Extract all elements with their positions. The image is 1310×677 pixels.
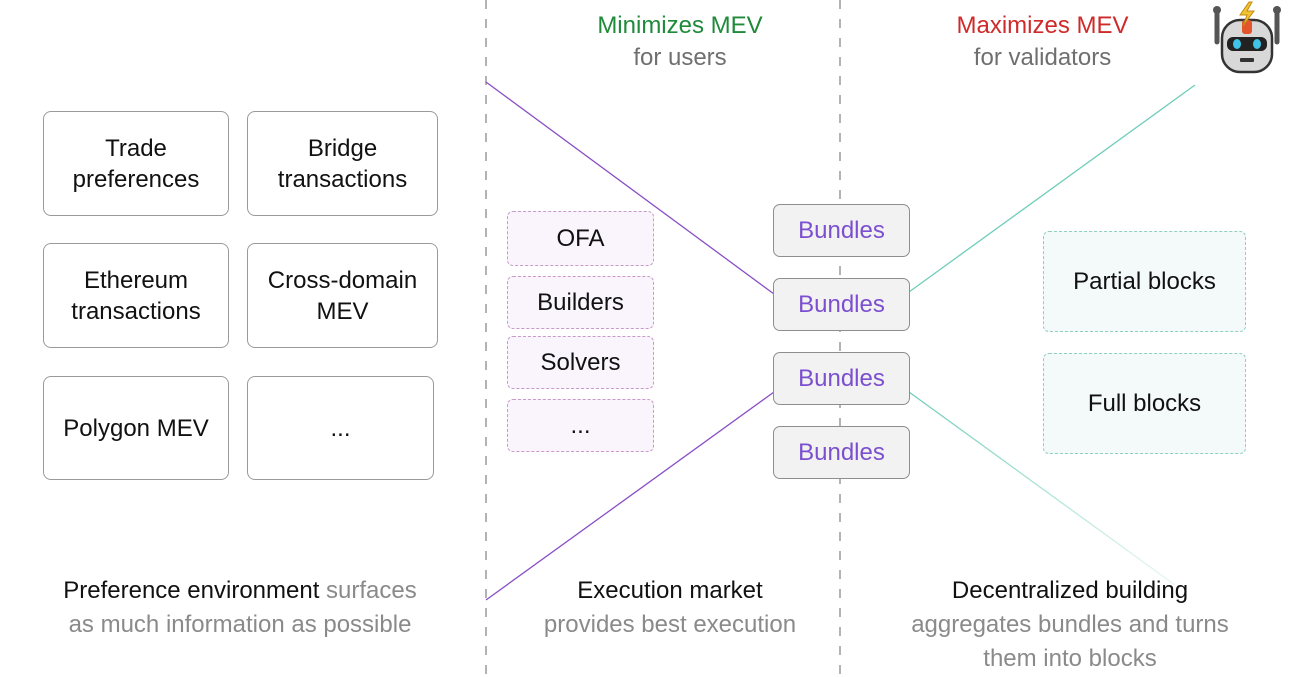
box-label: Ethereum transactions — [71, 266, 201, 325]
maximizes-subtitle: for validators — [973, 44, 1112, 71]
bundle-label: Bundles — [798, 291, 885, 318]
box-label: Solvers — [540, 349, 621, 376]
minimizes-subtitle: for users — [633, 44, 727, 71]
bundle-box: Bundles — [773, 204, 910, 257]
caption-description-line3: them into blocks — [983, 645, 1157, 672]
preference-box-cross-domain-mev: Cross-domain MEV — [247, 243, 438, 348]
minimizes-title: Minimizes MEV — [597, 12, 763, 39]
robot-with-lightning-icon — [1213, 1, 1281, 74]
preference-box-bridge-transactions: Bridge transactions — [247, 111, 438, 216]
bundle-label: Bundles — [798, 217, 885, 244]
execution-box-solvers: Solvers — [507, 336, 654, 389]
execution-box-more: ... — [507, 399, 654, 452]
box-label: Trade preferences — [72, 134, 200, 193]
box-label: OFA — [556, 225, 605, 252]
caption-description: provides best execution — [543, 611, 797, 638]
box-label: Partial blocks — [1073, 268, 1216, 295]
execution-box-builders: Builders — [507, 276, 654, 329]
block-box-full-blocks: Full blocks — [1043, 353, 1246, 454]
bundle-box: Bundles — [773, 426, 910, 479]
caption-title: Preference environment — [63, 577, 320, 604]
caption-title: Decentralized building — [951, 577, 1189, 604]
block-box-partial-blocks: Partial blocks — [1043, 231, 1246, 332]
box-label: Full blocks — [1087, 390, 1202, 417]
execution-box-ofa: OFA — [507, 211, 654, 266]
preference-box-polygon-mev: Polygon MEV — [43, 376, 229, 480]
bundle-label: Bundles — [798, 365, 885, 392]
caption-title: Execution market — [577, 577, 763, 604]
caption-inline: surfaces — [319, 577, 417, 604]
box-label: Polygon MEV — [63, 414, 209, 442]
preference-box-trade-preferences: Trade preferences — [43, 111, 229, 216]
preference-box-ethereum-transactions: Ethereum transactions — [43, 243, 229, 348]
heading-minimizes: Minimizes MEV for users — [560, 10, 800, 74]
caption-execution-market: Execution market provides best execution — [500, 574, 840, 642]
caption-description: aggregates bundles and turns — [911, 611, 1229, 638]
preference-box-more: ... — [247, 376, 434, 480]
caption-preference-environment: Preference environment surfaces as much … — [20, 574, 460, 642]
caption-description: as much information as possible — [68, 611, 412, 638]
bundle-box: Bundles — [773, 352, 910, 405]
teal-line-top — [908, 84, 1196, 293]
heading-maximizes: Maximizes MEV for validators — [925, 10, 1160, 74]
box-label: Builders — [537, 289, 624, 316]
maximizes-title: Maximizes MEV — [956, 12, 1129, 39]
bundle-label: Bundles — [798, 439, 885, 466]
bundle-box: Bundles — [773, 278, 910, 331]
caption-decentralized-building: Decentralized building aggregates bundle… — [870, 574, 1270, 676]
box-label: Bridge transactions — [277, 134, 408, 193]
purple-line-bottom — [485, 391, 775, 601]
box-label: ... — [330, 414, 351, 442]
box-label: ... — [570, 412, 591, 439]
teal-line-bottom — [908, 391, 1176, 586]
purple-line-top — [485, 81, 775, 295]
box-label: Cross-domain MEV — [267, 266, 418, 325]
